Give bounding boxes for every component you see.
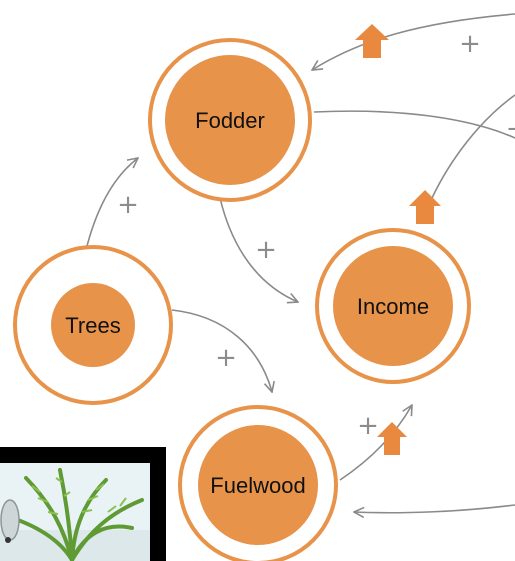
sign-trees-to-fodder: + <box>117 190 139 220</box>
income-label: Income <box>357 294 429 319</box>
up-arrow-icon <box>409 190 441 224</box>
up-arrow-icon <box>355 24 389 58</box>
edge-fodder-to-right <box>313 110 515 139</box>
node-trees: Trees <box>13 245 173 405</box>
sign-fuelwood-to-income: + <box>357 411 379 441</box>
trees-label: Trees <box>65 313 120 338</box>
node-income: Income <box>315 228 471 384</box>
edge-right-to-fuelwood <box>354 504 515 513</box>
edge-trees-to-fuelwood <box>171 309 272 392</box>
sign-trees-to-fuelwood: + <box>215 343 237 373</box>
node-fuelwood: Fuelwood <box>178 405 338 561</box>
sign-fodder-to-income: + <box>255 235 277 265</box>
palm-tree-picture <box>0 447 166 561</box>
edge-fuelwood-to-income <box>339 405 412 481</box>
fodder-label: Fodder <box>195 108 265 133</box>
edge-top-right-to-fodder <box>312 13 515 70</box>
edge-trees-to-fodder <box>85 158 138 251</box>
sign-top-right: + <box>459 29 481 59</box>
edge-right-to-income <box>431 94 515 199</box>
node-fodder: Fodder <box>148 38 312 202</box>
edge-fodder-to-income <box>219 197 298 302</box>
up-arrow-icon <box>377 422 407 455</box>
sign-right-minus: - <box>507 113 515 143</box>
fuelwood-label: Fuelwood <box>210 473 305 498</box>
